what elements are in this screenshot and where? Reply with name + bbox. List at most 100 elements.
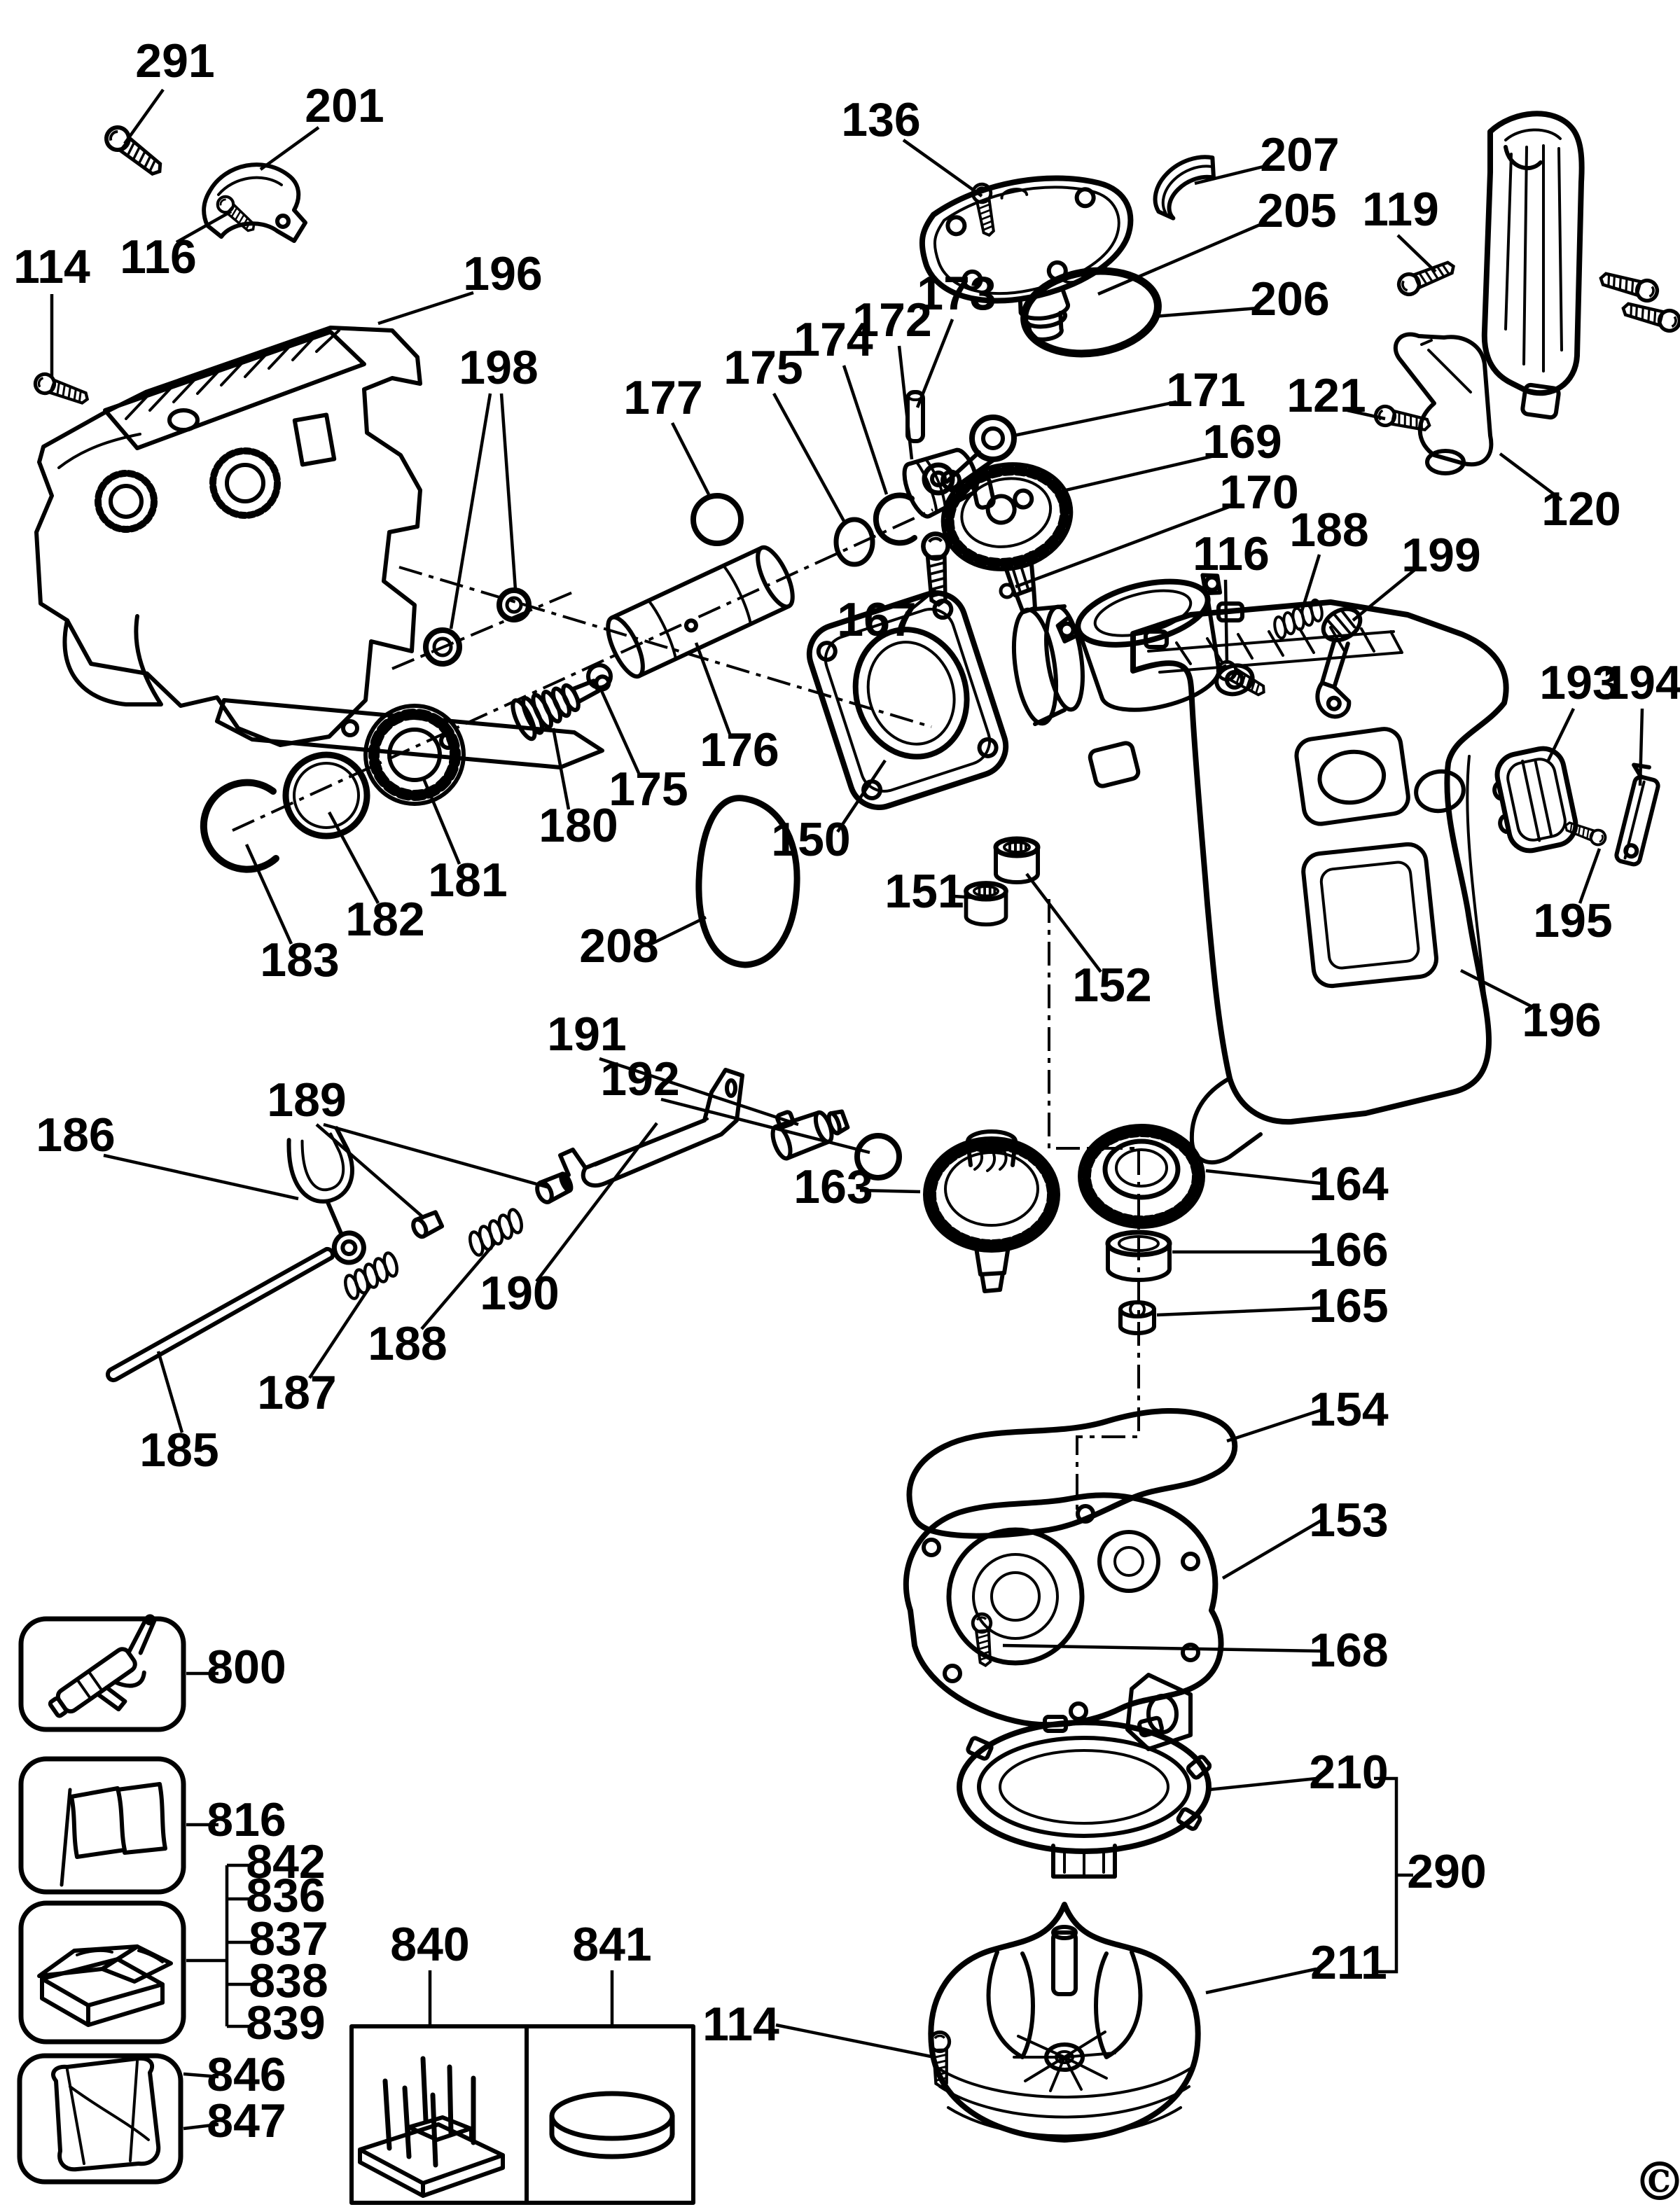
screw-right-edge-a [1598,268,1659,302]
leader-line-185 [156,1351,184,1433]
bearing-151 [964,881,1008,927]
leader-line-206 [1153,306,1258,319]
part-label-193: 193 [1539,656,1618,709]
grease-bag-846 [51,2056,161,2172]
leader-line-210 [1208,1776,1317,1792]
part-label-800: 800 [207,1641,286,1694]
crown-gear-164 [1078,1124,1205,1229]
part-label-168: 168 [1309,1624,1388,1677]
leader-line-182 [328,811,380,905]
axis-striker [232,508,933,832]
grease-gun-800 [48,1614,157,1718]
leader-line-196-left [377,291,474,326]
leader-line-136 [902,139,983,197]
part-label-116-right: 116 [1193,527,1270,580]
leader-line-188-upper [1299,554,1321,614]
axis-motor [398,566,932,728]
inset-box-846 [17,2053,183,2185]
brush-clamp-201 [202,162,307,243]
spring-188-lower [463,1206,529,1259]
alignment-jig-840 [358,2056,505,2198]
leader-line-207 [1194,163,1270,186]
part-label-183: 183 [260,933,339,987]
part-label-176: 176 [700,723,779,777]
leader-line-189 [323,1122,550,1190]
spacer-disc-841 [549,2091,675,2159]
part-label-120: 120 [1541,482,1620,536]
part-label-191: 191 [547,1008,626,1061]
part-label-841: 841 [572,1918,651,1971]
part-label-175-top: 175 [723,341,803,394]
leader-line-846 [183,2072,219,2079]
leader-line-171 [1013,400,1177,438]
part-label-196-right: 196 [1522,994,1601,1047]
washer-198-a [423,627,462,667]
part-label-114-bottom: 114 [702,1998,779,2051]
part-label-189: 189 [267,1073,346,1127]
leader-line-116-left [175,210,232,244]
part-label-119: 119 [1362,183,1439,236]
spindle-barrel-176 [606,545,795,679]
part-label-182: 182 [345,893,424,946]
part-label-163: 163 [793,1160,873,1213]
leader-line-847 [183,2122,219,2131]
leader-line-180 [551,727,571,810]
part-label-842: 842 [246,1835,325,1888]
leader-line-165 [1156,1306,1321,1317]
leader-line-174 [842,365,889,495]
part-label-164: 164 [1309,1157,1389,1211]
screw-114-left [33,372,91,408]
part-label-121: 121 [1286,369,1366,422]
leader-line-152 [1025,872,1102,973]
part-label-847: 847 [207,2094,286,2147]
leader-line-198 [499,393,518,590]
ring-clamp-210 [957,1715,1212,1879]
ratchet-ring-181 [363,704,466,806]
selector-lever-199 [1315,606,1363,719]
axis-lines-layer [232,508,1140,1514]
leader-line-119 [1396,234,1437,273]
part-label-291: 291 [135,34,214,88]
leader-line-193 [1546,708,1576,763]
leader-line-186 [103,1153,299,1201]
axis-gear-train [1048,899,1140,1514]
leader-line-205 [1097,221,1265,296]
leader-line-194 [1638,708,1644,786]
leader-line-170 [1015,503,1233,589]
part-label-177: 177 [623,371,702,424]
leader-line-201 [259,126,320,171]
part-label-190: 190 [480,1267,559,1320]
part-label-196-left: 196 [463,247,542,300]
part-label-837: 837 [249,1912,328,1965]
leader-line-154 [1226,1408,1321,1443]
part-label-839: 839 [246,1996,325,2049]
leader-line-188-lower [420,1242,496,1330]
leader-line-177 [670,422,711,496]
screw-195 [1562,817,1609,849]
leader-line-151 [953,894,976,900]
inset-box-816 [18,1756,186,1895]
inset-box-840-841 [349,2024,695,2205]
part-label-211: 211 [1310,1936,1387,1989]
oring-192 [854,1133,902,1181]
bellows-shaft-180 [511,674,611,742]
leader-line-208 [648,915,707,947]
part-label-838: 838 [249,1954,328,2007]
part-label-165: 165 [1309,1279,1388,1332]
leader-line-168 [1002,1643,1321,1653]
part-label-116-left: 116 [120,230,197,284]
leader-line-181 [421,777,461,865]
leader-line-199 [1352,569,1416,622]
part-label-180: 180 [539,799,618,852]
bevel-gear-163 [923,1129,1060,1293]
inset-box-800 [18,1614,186,1732]
part-label-187: 187 [257,1366,336,1419]
knob-191 [770,1109,850,1161]
leader-line-211 [1205,1967,1317,1995]
inset-box-837 [18,1900,186,2045]
ball-170 [999,583,1015,599]
oring-177 [690,493,744,546]
leader-line-291 [123,88,165,145]
screw-116-left [214,193,258,235]
